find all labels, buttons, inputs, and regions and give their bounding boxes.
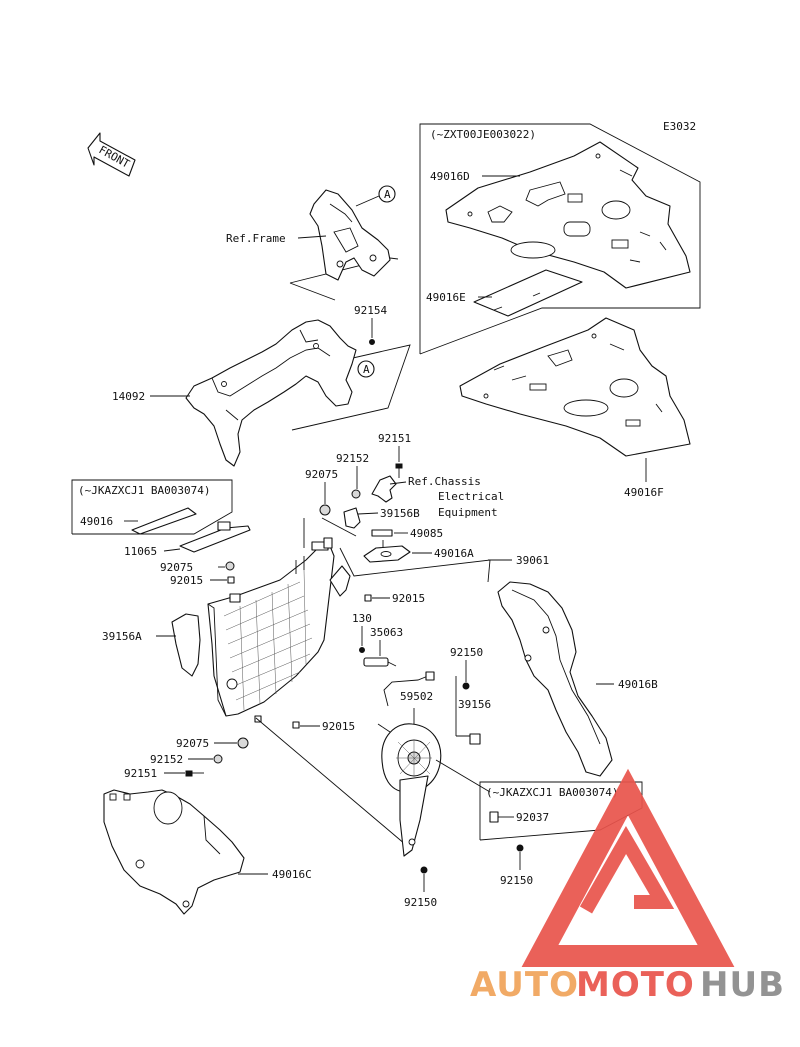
- ref-frame-part: [309, 189, 391, 281]
- watermark-part3: HUB: [700, 965, 785, 1005]
- bolt-92150-b: [516, 844, 524, 852]
- nut-92015-c: [292, 721, 300, 729]
- label-39156: 39156: [458, 698, 491, 711]
- ref-mark-a-upper: [378, 185, 396, 203]
- nut-92015-b: [364, 594, 372, 602]
- label-92037: 92037: [516, 811, 549, 824]
- label-92152-top: 92152: [336, 452, 369, 465]
- bolt-92154: [369, 339, 375, 345]
- part-49016F-plate: [459, 317, 691, 457]
- part-14092-duct: [185, 319, 357, 467]
- part-59502-fan: [377, 671, 442, 857]
- part-39156-spacer: [469, 733, 481, 745]
- label-130: 130: [352, 612, 372, 625]
- part-92037-clip: [489, 811, 499, 823]
- part-49016D-plate: [445, 141, 691, 289]
- part-11065-seal: [179, 521, 251, 553]
- washer-92152-low: [213, 754, 223, 764]
- label-49016E: 49016E: [426, 291, 466, 304]
- label-35063: 35063: [370, 626, 403, 639]
- label-11065: 11065: [124, 545, 157, 558]
- bolt-130: [359, 647, 365, 653]
- grommet-92075-mid: [225, 561, 235, 571]
- label-ref-chassis-2: Electrical: [438, 490, 504, 503]
- label-49016D: 49016D: [430, 170, 470, 183]
- watermark-part2: MOTO: [576, 965, 695, 1005]
- label-92015-c: 92015: [322, 720, 355, 733]
- label-92075-low: 92075: [176, 737, 209, 750]
- bolt-92150-a: [462, 682, 470, 690]
- ref-chassis-bracket: [371, 475, 397, 503]
- label-49016B: 49016B: [618, 678, 658, 691]
- nut-92015-a: [227, 576, 235, 584]
- label-39061: 39061: [516, 554, 549, 567]
- note-fan-clip-serial: (~JKAZXCJ1 BA003074): [486, 786, 618, 799]
- note-covers-serial: (~JKAZXCJ1 BA003074): [78, 484, 210, 497]
- ref-mark-a-lower-label: A: [363, 363, 370, 376]
- label-92154: 92154: [354, 304, 387, 317]
- part-39061-radiator: [207, 537, 351, 717]
- watermark-part1: AUTO: [470, 965, 579, 1005]
- label-49016F: 49016F: [624, 486, 664, 499]
- label-ref-frame: Ref.Frame: [226, 232, 286, 245]
- label-92075-top: 92075: [305, 468, 338, 481]
- label-ref-chassis-3: Equipment: [438, 506, 498, 519]
- part-49016C-cover: [103, 789, 245, 915]
- part-39156A-shroud: [171, 613, 201, 677]
- part-49016-cover: [131, 507, 197, 535]
- label-92151-top: 92151: [378, 432, 411, 445]
- part-35063-sensor: [363, 657, 397, 667]
- washer-92152-top: [351, 489, 361, 499]
- serial-box-plates: [419, 123, 701, 355]
- diagram-code: E3032: [663, 120, 696, 133]
- ref-mark-a-upper-label: A: [384, 188, 391, 201]
- label-59502: 59502: [400, 690, 433, 703]
- part-49016A-plate: [363, 540, 411, 563]
- label-92075-mid: 92075: [160, 561, 193, 574]
- label-92151-low: 92151: [124, 767, 157, 780]
- label-49016: 49016: [80, 515, 113, 528]
- label-14092: 14092: [112, 390, 145, 403]
- label-92150-b: 92150: [500, 874, 533, 887]
- grommet-92075-top: [319, 504, 331, 516]
- front-arrow-icon: FRONT: [87, 132, 136, 177]
- note-plates-serial: (~ZXT00JE003022): [430, 128, 536, 141]
- label-92152-low: 92152: [150, 753, 183, 766]
- label-39156B: 39156B: [380, 507, 420, 520]
- bolt-92151-top: [395, 463, 403, 478]
- label-92015-a: 92015: [170, 574, 203, 587]
- bolt-92151-low: [185, 770, 204, 777]
- serial-box-covers: [71, 479, 233, 535]
- grommet-92075-low: [237, 737, 249, 749]
- watermark-logo: AUTO MOTO HUB: [470, 768, 785, 1005]
- label-92150-c: 92150: [404, 896, 437, 909]
- label-49016A: 49016A: [434, 547, 474, 560]
- bolt-92150-c: [420, 866, 428, 874]
- ref-mark-a-lower: [357, 360, 375, 378]
- part-39156B-bracket: [343, 507, 361, 529]
- part-49085-clip: [371, 529, 393, 537]
- label-ref-chassis: Ref.Chassis: [408, 475, 481, 488]
- part-49016E-sheet: [473, 269, 583, 317]
- part-49016B-shroud: [497, 581, 613, 777]
- label-49085: 49085: [410, 527, 443, 540]
- label-49016C: 49016C: [272, 868, 312, 881]
- label-92150-a: 92150: [450, 646, 483, 659]
- label-39156A: 39156A: [102, 630, 142, 643]
- label-92015-b: 92015: [392, 592, 425, 605]
